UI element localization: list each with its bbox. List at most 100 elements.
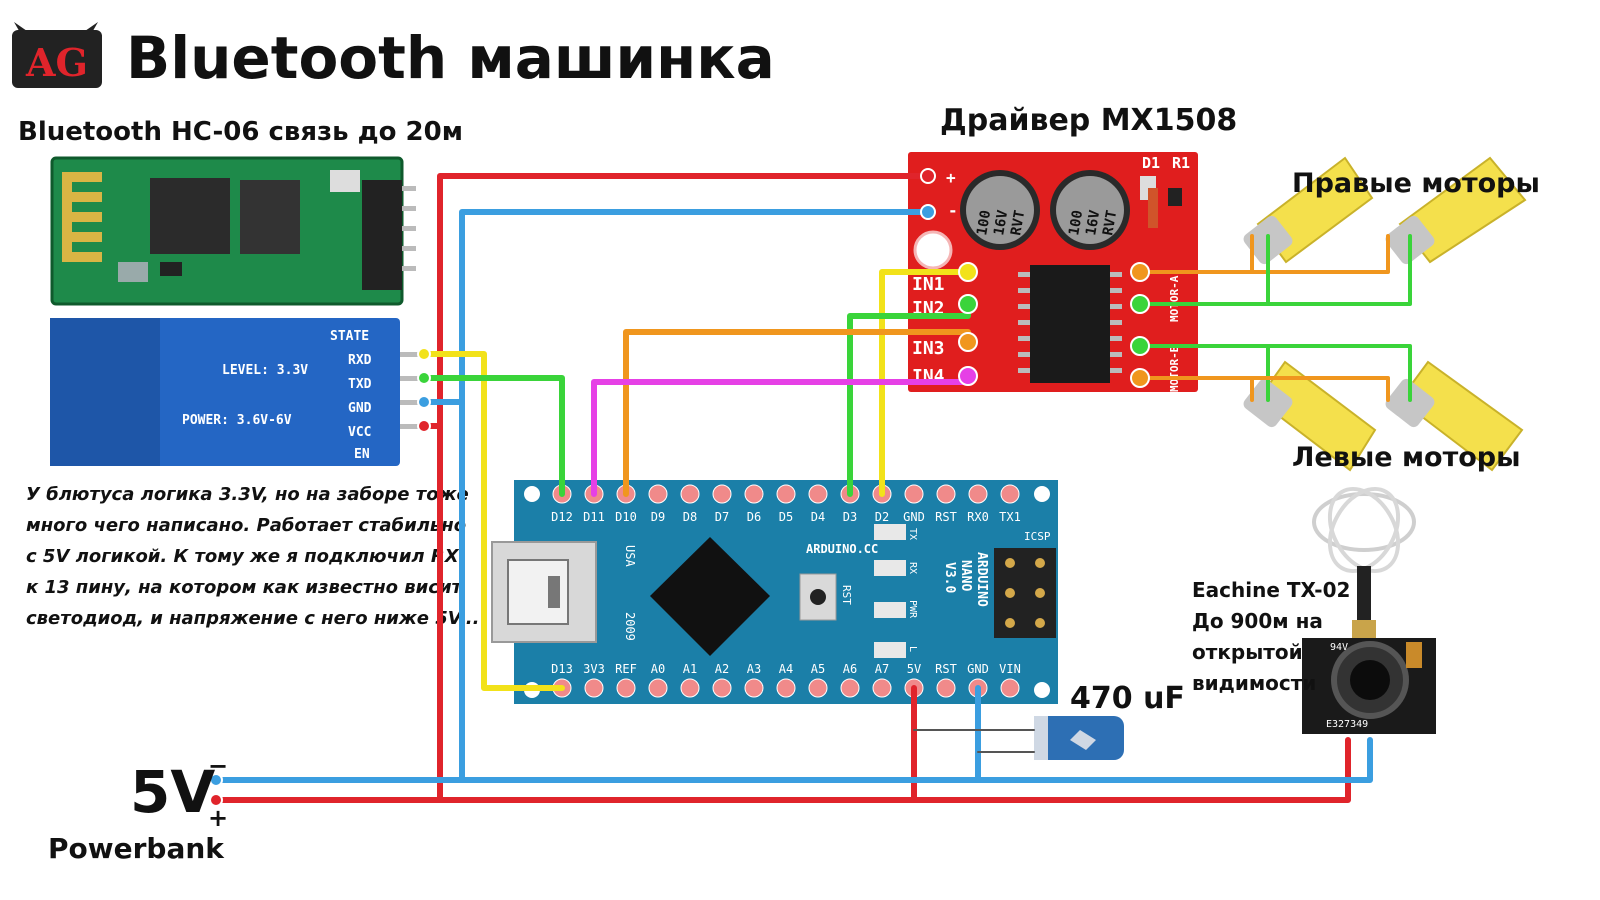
pin-bottom-label-a6: A6 (843, 662, 857, 676)
pin-top-label-gnd: GND (903, 510, 925, 524)
arduino-year: 2009 (623, 612, 637, 641)
bt-pin-en: EN (354, 447, 370, 462)
pin-bottom-pad-vin (1000, 678, 1020, 698)
arduino-model-2: NANO (958, 560, 973, 591)
arduino-leds: TX RX PWR L (874, 524, 918, 658)
bt-chip-1 (150, 178, 230, 254)
wire-motor-b-green (1138, 344, 1412, 402)
pin-bottom-pad-a6 (840, 678, 860, 698)
driver-in1: IN1 (912, 274, 945, 295)
driver-ic (1030, 265, 1110, 383)
svg-text:RX: RX (907, 562, 918, 574)
pin-bottom-label-gnd: GND (967, 662, 989, 676)
pin-top-label-d3: D3 (843, 510, 857, 524)
wire-red-driver (437, 173, 931, 803)
pin-bottom-pad-a7 (872, 678, 892, 698)
logo: AG (12, 22, 102, 88)
svg-text:16V: 16V (991, 208, 1011, 236)
arduino-model-1: ARDUINO (974, 552, 989, 607)
connection-dots (209, 168, 1150, 807)
driver-label-r1: R1 (1172, 154, 1190, 172)
bt-module-front (50, 156, 416, 306)
wire-motor-b-orange (1138, 376, 1390, 402)
motor-left-2 (1385, 360, 1524, 472)
pin-bottom-label-a7: A7 (875, 662, 889, 676)
pin-bottom-pad-3v3 (584, 678, 604, 698)
usb-connector (491, 541, 597, 643)
pin-bottom-label-d13: D13 (551, 662, 573, 676)
bt-level-label: LEVEL: 3.3V (222, 363, 308, 378)
pin-top-pad-d7 (712, 484, 732, 504)
wire-motor-a-green (1138, 234, 1412, 306)
pin-bottom-label-rst: RST (935, 662, 957, 676)
pin-top-pad-d5 (776, 484, 796, 504)
driver-motor-a: MOTOR-A (1168, 275, 1181, 322)
pin-bottom-label-a2: A2 (715, 662, 729, 676)
pin-bottom-pad-ref (616, 678, 636, 698)
pin-top-label-d11: D11 (583, 510, 605, 524)
pin-top-pad-rx0 (968, 484, 988, 504)
pin-top-pad-rst (936, 484, 956, 504)
pin-top-label-d5: D5 (779, 510, 793, 524)
svg-text:RVT: RVT (1008, 209, 1028, 237)
note-line-3: с 5V логикой. К тому же я подключил RX (26, 546, 460, 567)
reset-button[interactable] (810, 589, 826, 605)
bt-pin-rxd: RXD (348, 353, 372, 368)
note-line-5: светодиод, и напряжение с него ниже 5V..… (26, 608, 479, 629)
svg-text:PWR: PWR (907, 600, 918, 619)
pin-top-label-d6: D6 (747, 510, 761, 524)
camera-line-3: открытой (1192, 640, 1303, 664)
pin-bottom-label-a3: A3 (747, 662, 761, 676)
power-voltage: 5V (130, 758, 215, 826)
svg-text:L: L (907, 646, 918, 652)
camera-caption: Eachine TX-02 До 900м на открытой видимо… (1192, 578, 1350, 695)
power-label: Powerbank (48, 832, 225, 865)
pin-top-label-d7: D7 (715, 510, 729, 524)
page-title: Bluetooth машинка (126, 24, 775, 92)
pin-top-label-d10: D10 (615, 510, 637, 524)
svg-text:100: 100 (1066, 209, 1086, 237)
power-minus: − (208, 752, 228, 780)
bt-pin-state: STATE (330, 329, 369, 344)
camera-antenna (1312, 487, 1416, 638)
note-line-4: к 13 пину, на котором как известно висит (26, 577, 464, 598)
driver-plus: + (946, 168, 956, 187)
motor-left-1 (1243, 360, 1377, 472)
pin-bottom-label-ref: REF (615, 662, 637, 676)
arduino-board: USA 2009 RST ARDUINO.CC TX RX PWR L ARDU… (491, 480, 1058, 704)
capacitor-470uf (1034, 716, 1124, 760)
wire-blue-main (213, 737, 1373, 783)
camera-line-2: До 900м на (1192, 609, 1323, 633)
pin-bottom-label-a4: A4 (779, 662, 793, 676)
camera-code: E327349 (1326, 719, 1368, 730)
wire-magenta-in4 (591, 373, 971, 497)
left-motors-caption: Левые моторы (1292, 442, 1521, 473)
camera-line-1: Eachine TX-02 (1192, 578, 1350, 602)
bt-pin-gnd: GND (348, 401, 372, 416)
svg-text:TX: TX (907, 528, 918, 540)
arduino-model-3: V3.0 (942, 562, 957, 593)
pin-top-pad-d9 (648, 484, 668, 504)
camera-line-4: видимости (1192, 671, 1316, 695)
pin-bottom-label-vin: VIN (999, 662, 1021, 676)
pin-top-label-d9: D9 (651, 510, 665, 524)
wire-motor-a-orange (1138, 234, 1390, 274)
pin-top-pad-d8 (680, 484, 700, 504)
driver-minus: - (948, 201, 958, 220)
bt-antenna (62, 172, 102, 262)
pin-top-pad-d6 (744, 484, 764, 504)
arduino-rst-label: RST (840, 585, 853, 605)
pin-top-label-d4: D4 (811, 510, 825, 524)
pin-top-pad-tx1 (1000, 484, 1020, 504)
wire-yellow-in1 (879, 269, 971, 497)
pin-bottom-pad-a4 (776, 678, 796, 698)
pin-bottom-pad-rst (936, 678, 956, 698)
arduino-mcu (650, 537, 770, 656)
pin-top-label-d8: D8 (683, 510, 697, 524)
note-line-1: У блютуса логика 3.3V, но на заборе тоже (26, 484, 469, 505)
pin-bottom-label-a1: A1 (683, 662, 697, 676)
logo-text: AG (25, 40, 88, 85)
pin-bottom-pad-a5 (808, 678, 828, 698)
bt-module-back: STATE RXD TXD GND VCC EN LEVEL: 3.3V POW… (50, 318, 424, 466)
